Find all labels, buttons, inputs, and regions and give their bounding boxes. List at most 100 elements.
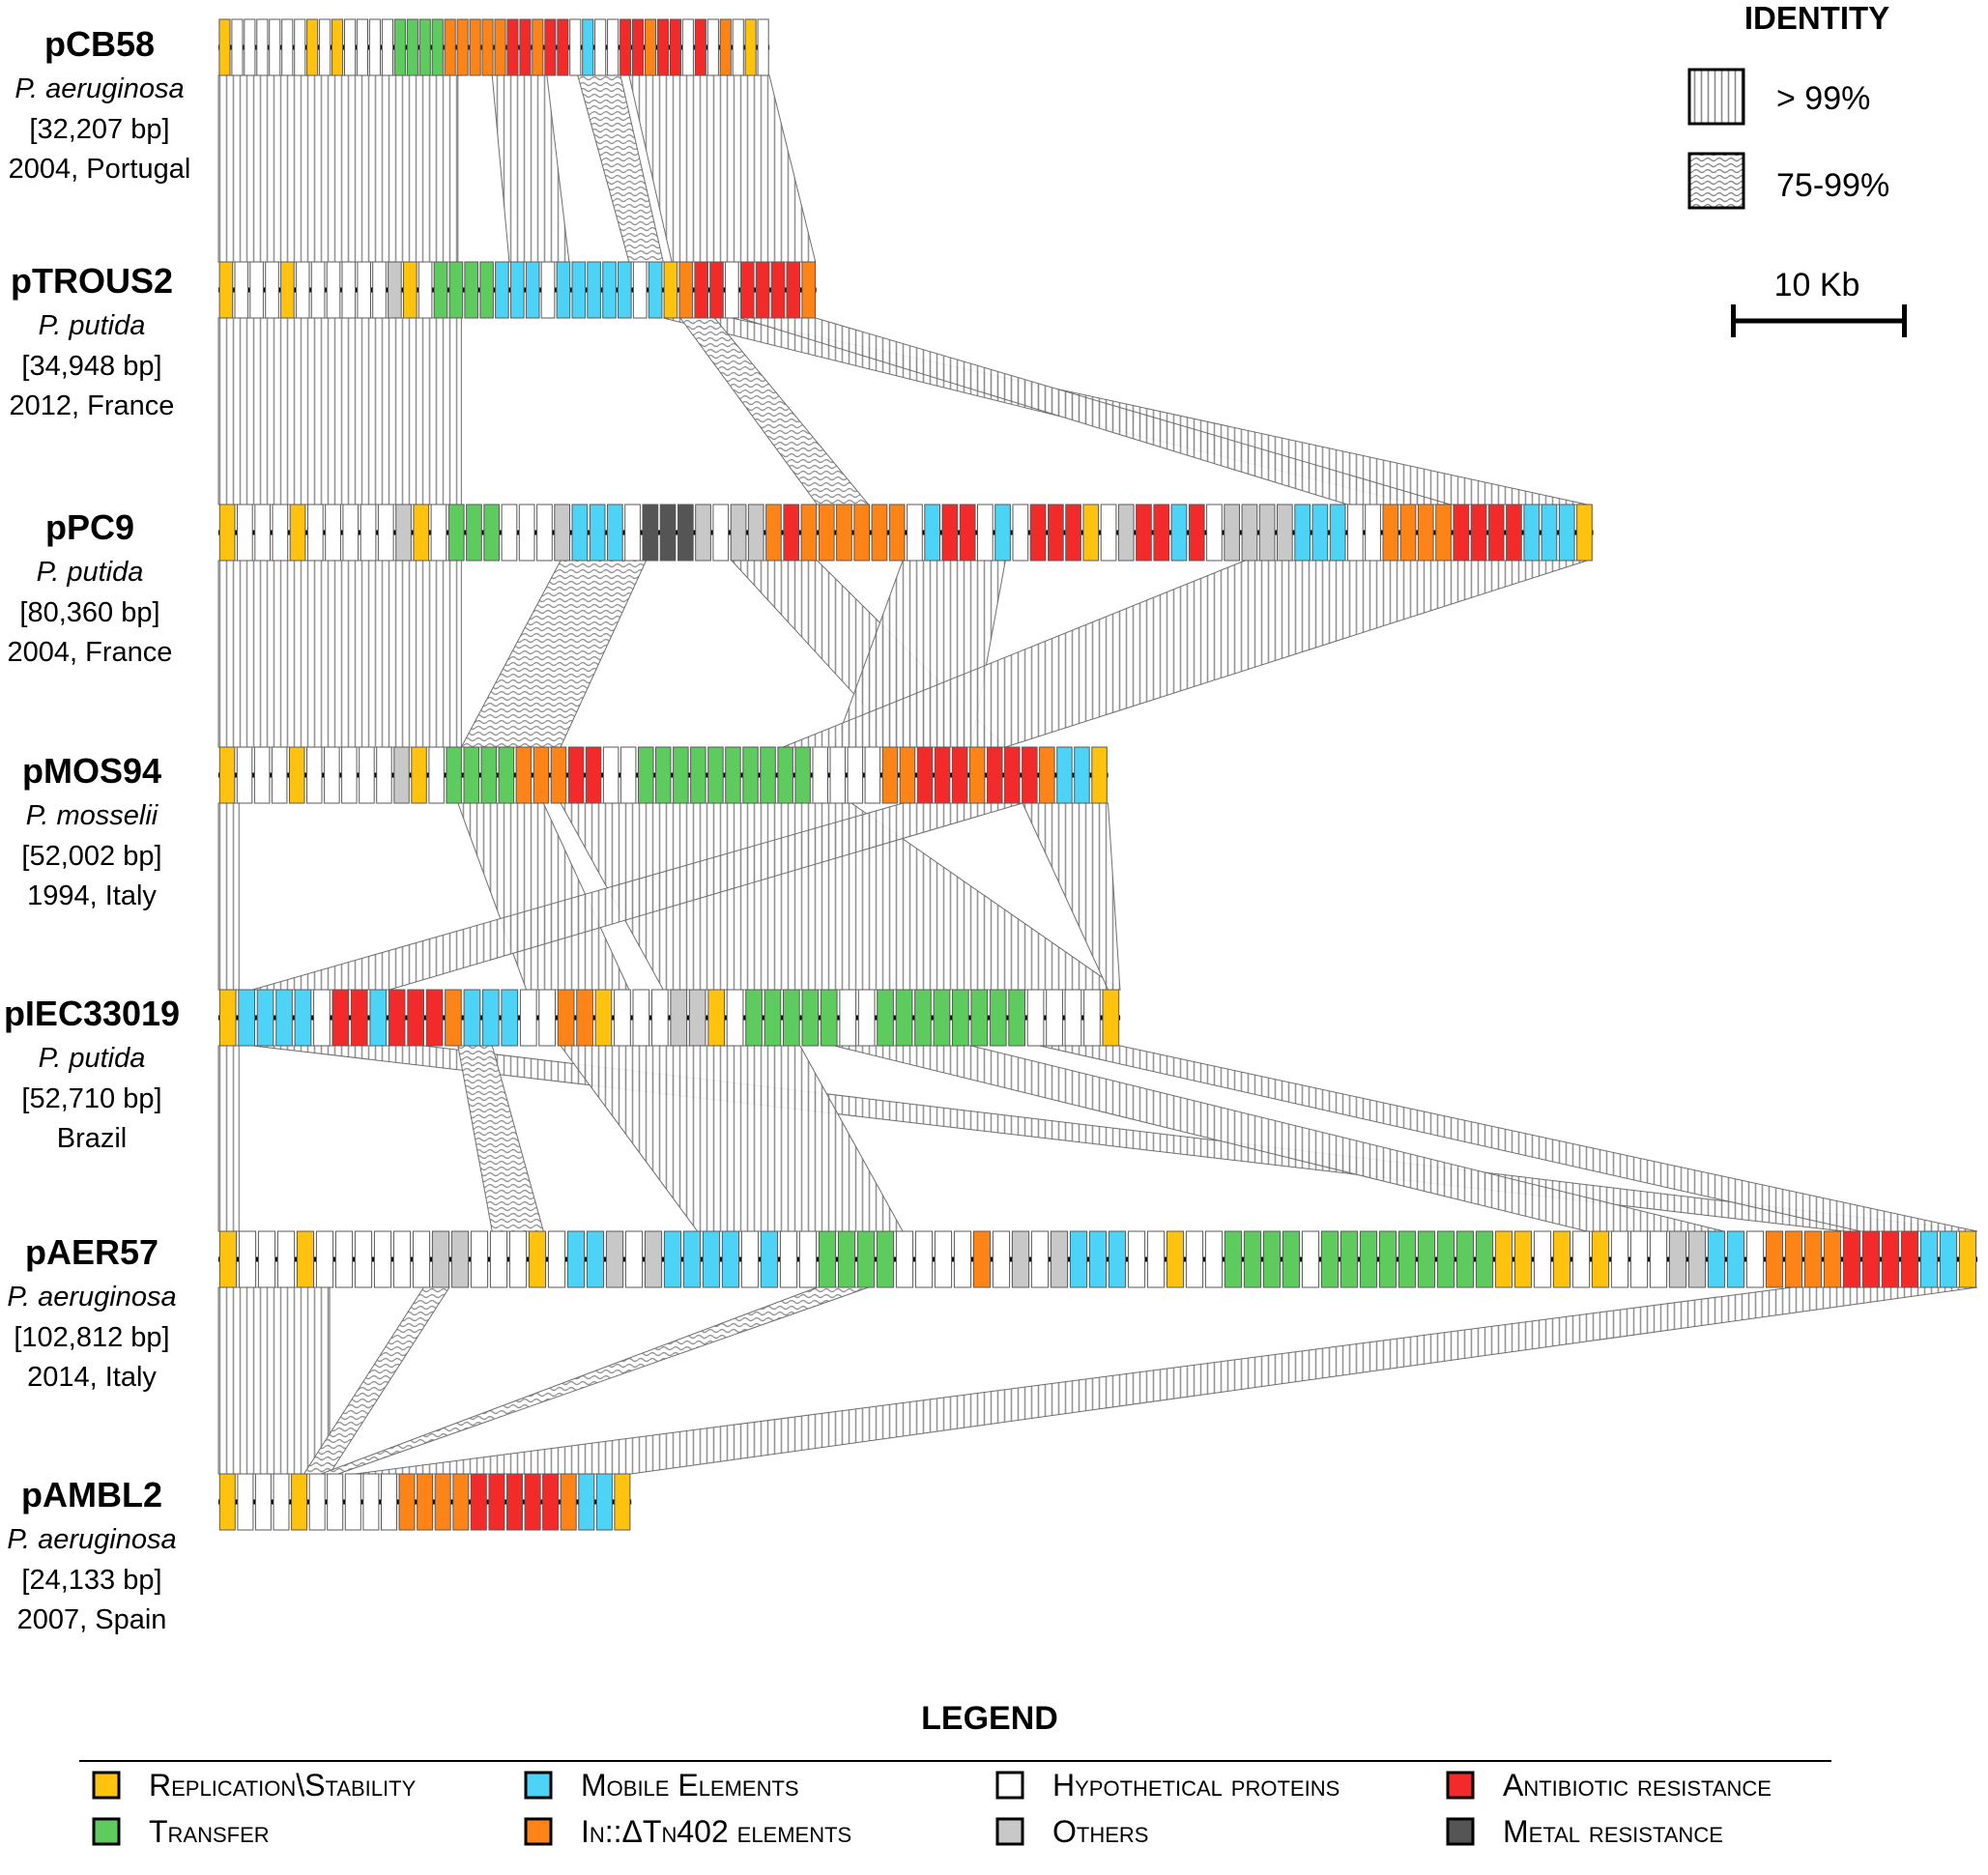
gene-block bbox=[1224, 504, 1241, 562]
homology-paer57-pambl2 bbox=[217, 1286, 1977, 1475]
plasmid-size: [32,207 bp] bbox=[29, 114, 169, 145]
gene-block bbox=[249, 261, 264, 319]
homology-pcb58-ptrous2 bbox=[217, 74, 817, 263]
legend-label: Hypothetical proteins bbox=[1052, 1768, 1340, 1803]
legend-title: LEGEND bbox=[921, 1700, 1058, 1737]
gene-block bbox=[677, 504, 694, 562]
gene-block bbox=[1359, 1230, 1378, 1288]
gene-block bbox=[1707, 1230, 1726, 1288]
gene-block bbox=[794, 746, 811, 804]
gene-block bbox=[319, 18, 331, 76]
legend: LEGEND Replication\StabilityTransferMobi… bbox=[79, 1700, 1831, 1849]
identity-low-swatch bbox=[1687, 152, 1745, 210]
homology-links bbox=[217, 74, 1977, 1475]
gene-block bbox=[760, 1230, 779, 1288]
legend-swatch bbox=[995, 1771, 1024, 1800]
gene-block bbox=[281, 18, 294, 76]
gene-block bbox=[934, 1230, 953, 1288]
plasmid-name: pTROUS2 bbox=[11, 261, 173, 301]
gene-block bbox=[970, 989, 989, 1047]
gene-block bbox=[624, 504, 641, 562]
gene-block bbox=[1127, 1230, 1146, 1288]
gene-block bbox=[836, 504, 852, 562]
gene-block bbox=[1455, 1230, 1475, 1288]
homology-block bbox=[217, 317, 462, 505]
gene-block bbox=[433, 261, 448, 319]
plasmid-track-pmos94 bbox=[218, 746, 1109, 804]
gene-block bbox=[425, 989, 444, 1047]
gene-block bbox=[1958, 1230, 1977, 1288]
homology-ptrous2-ppc9 bbox=[217, 317, 1588, 505]
homology-block bbox=[834, 1045, 1724, 1232]
gene-block bbox=[783, 504, 800, 562]
plasmid-label-pambl2: pAMBL2 P. aeruginosa [24,133 bp] 2007, S… bbox=[7, 1475, 176, 1635]
gene-block bbox=[602, 261, 617, 319]
gene-block bbox=[818, 504, 835, 562]
gene-block bbox=[446, 746, 462, 804]
gene-block bbox=[1687, 1230, 1707, 1288]
identity-key: IDENTITY > 99% 75-99% 10 Kb bbox=[1687, 0, 1908, 337]
gene-block bbox=[1012, 504, 1029, 562]
gene-block bbox=[488, 1473, 505, 1531]
gene-block bbox=[1803, 1230, 1823, 1288]
gene-block bbox=[430, 504, 447, 562]
gene-block bbox=[638, 746, 654, 804]
plasmid-species: P. putida bbox=[39, 1043, 146, 1074]
gene-block bbox=[619, 746, 637, 804]
gene-block bbox=[434, 1473, 451, 1531]
gene-block bbox=[480, 746, 497, 804]
homology-ppc9-pmos94 bbox=[217, 560, 1588, 748]
gene-block bbox=[818, 1230, 837, 1288]
plasmid-name: pPC9 bbox=[45, 507, 134, 547]
gene-block bbox=[899, 746, 916, 804]
gene-block bbox=[428, 746, 445, 804]
gene-block bbox=[1136, 504, 1152, 562]
gene-block bbox=[576, 989, 593, 1047]
gene-block bbox=[1050, 1230, 1069, 1288]
gene-block bbox=[218, 746, 236, 804]
plasmid-label-ppc9: pPC9 P. putida [80,360 bp] 2004, France bbox=[8, 507, 173, 668]
gene-block bbox=[953, 1230, 972, 1288]
gene-block bbox=[463, 746, 479, 804]
homology-block bbox=[217, 1045, 240, 1232]
gene-block bbox=[614, 989, 631, 1047]
plasmid-name: pCB58 bbox=[44, 24, 155, 64]
plasmid-track-piec33019 bbox=[218, 989, 1121, 1047]
gene-block bbox=[618, 261, 632, 319]
gene-block bbox=[589, 504, 606, 562]
gene-block bbox=[1533, 1230, 1552, 1288]
gene-block bbox=[254, 1473, 272, 1531]
gene-block bbox=[306, 18, 319, 76]
legend-swatch bbox=[995, 1817, 1024, 1846]
gene-block bbox=[1204, 1230, 1224, 1288]
plasmid-size: [24,133 bp] bbox=[21, 1565, 161, 1596]
gene-block bbox=[501, 989, 519, 1047]
gene-block bbox=[994, 504, 1011, 562]
gene-block bbox=[702, 1230, 721, 1288]
gene-block bbox=[856, 1230, 876, 1288]
plasmid-size: [102,812 bp] bbox=[14, 1322, 169, 1353]
gene-block bbox=[431, 18, 444, 76]
gene-block bbox=[571, 504, 589, 562]
gene-block bbox=[540, 261, 556, 319]
gene-block bbox=[515, 746, 533, 804]
legend-label: Replication\Stability bbox=[149, 1768, 417, 1803]
scale-bar-label: 10 Kb bbox=[1774, 267, 1860, 303]
gene-block bbox=[690, 746, 706, 804]
gene-block bbox=[398, 1473, 416, 1531]
homology-block bbox=[217, 74, 459, 263]
gene-block bbox=[645, 18, 657, 76]
gene-block bbox=[1629, 1230, 1649, 1288]
gene-block bbox=[538, 989, 556, 1047]
gene-block bbox=[234, 261, 249, 319]
gene-block bbox=[524, 1473, 541, 1531]
plasmid-label-piec33019: pIEC33019 P. putida [52,710 bp] Brazil bbox=[4, 994, 180, 1154]
gene-block bbox=[1668, 1230, 1687, 1288]
gene-block bbox=[498, 746, 515, 804]
gene-block bbox=[1435, 504, 1452, 562]
gene-block bbox=[721, 1230, 740, 1288]
gene-block bbox=[1064, 989, 1082, 1047]
gene-block bbox=[362, 1473, 380, 1531]
gene-block bbox=[403, 261, 418, 319]
gene-block bbox=[1039, 746, 1055, 804]
